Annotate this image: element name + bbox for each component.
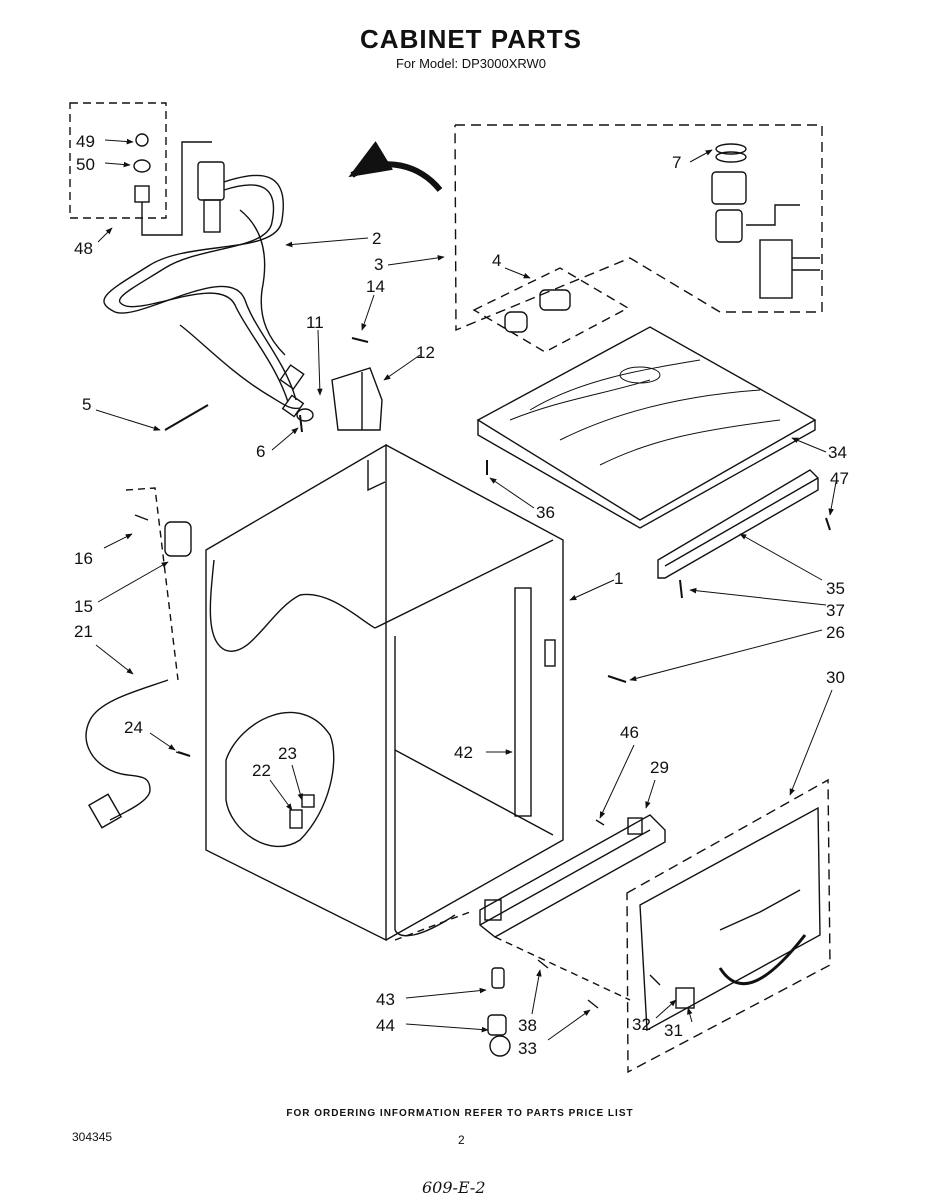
callout-7: 7	[672, 153, 681, 172]
callout-34: 34	[828, 443, 847, 462]
cabinet-top	[476, 326, 817, 529]
screw-26	[607, 675, 627, 683]
callout-2: 2	[372, 229, 381, 248]
callout-6: 6	[256, 442, 265, 461]
handwritten-note: 609-E-2	[422, 1178, 486, 1197]
callout-38: 38	[518, 1016, 537, 1035]
ordering-note: FOR ORDERING INFORMATION REFER TO PARTS …	[286, 1108, 634, 1119]
callout-48: 48	[74, 239, 93, 258]
callout-35: 35	[826, 579, 845, 598]
direction-arrow	[348, 141, 443, 192]
page-title: CABINET PARTS	[360, 24, 582, 54]
callout-47: 47	[830, 469, 849, 488]
callout-29: 29	[650, 758, 669, 777]
callout-labels: 49 50 48 2 3 4 7 14 11 12 5 6 34 47 36 3…	[74, 132, 849, 1058]
callout-36: 36	[536, 503, 555, 522]
callout-24: 24	[124, 718, 143, 737]
callout-22: 22	[252, 761, 271, 780]
screw-24	[177, 751, 191, 757]
callout-16: 16	[74, 549, 93, 568]
part-group-4-box	[472, 267, 630, 353]
callout-15: 15	[74, 597, 93, 616]
callout-11: 11	[306, 313, 324, 332]
callout-23: 23	[278, 744, 297, 763]
base-rail	[479, 814, 666, 938]
main-cabinet	[205, 443, 564, 942]
callout-37: 37	[826, 601, 845, 620]
control-block-12	[331, 367, 383, 431]
callout-4: 4	[492, 251, 501, 270]
part-group-3-box	[454, 124, 823, 332]
model-subtitle: For Model: DP3000XRW0	[395, 56, 547, 71]
callout-42: 42	[454, 743, 473, 762]
callout-44: 44	[376, 1016, 395, 1035]
callout-46: 46	[620, 723, 639, 742]
screw-37	[679, 579, 683, 599]
callout-31: 31	[664, 1021, 683, 1040]
callout-26: 26	[826, 623, 845, 642]
callout-49: 49	[76, 132, 95, 151]
callout-5: 5	[82, 395, 91, 414]
power-cord-assembly	[85, 487, 192, 829]
callout-1: 1	[614, 569, 623, 588]
screw-14	[351, 337, 369, 343]
part-5-tie	[164, 404, 209, 431]
callout-14: 14	[366, 277, 385, 296]
part-group-48-box	[69, 102, 212, 236]
callout-32: 32	[632, 1015, 651, 1034]
document-number: 304345	[72, 1130, 113, 1144]
callout-30: 30	[826, 668, 845, 687]
top-support-strip	[657, 469, 819, 579]
callout-3: 3	[374, 255, 383, 274]
leader-lines	[95, 138, 837, 1041]
water-hose-assembly	[103, 161, 305, 418]
page-number: 2	[458, 1133, 465, 1147]
screw-47	[825, 517, 831, 531]
callout-43: 43	[376, 990, 395, 1009]
callout-21: 21	[74, 622, 93, 641]
callout-33: 33	[518, 1039, 537, 1058]
front-panel-box	[626, 778, 831, 1074]
caster-parts	[487, 959, 599, 1057]
callout-50: 50	[76, 155, 95, 174]
callout-12: 12	[416, 343, 435, 362]
